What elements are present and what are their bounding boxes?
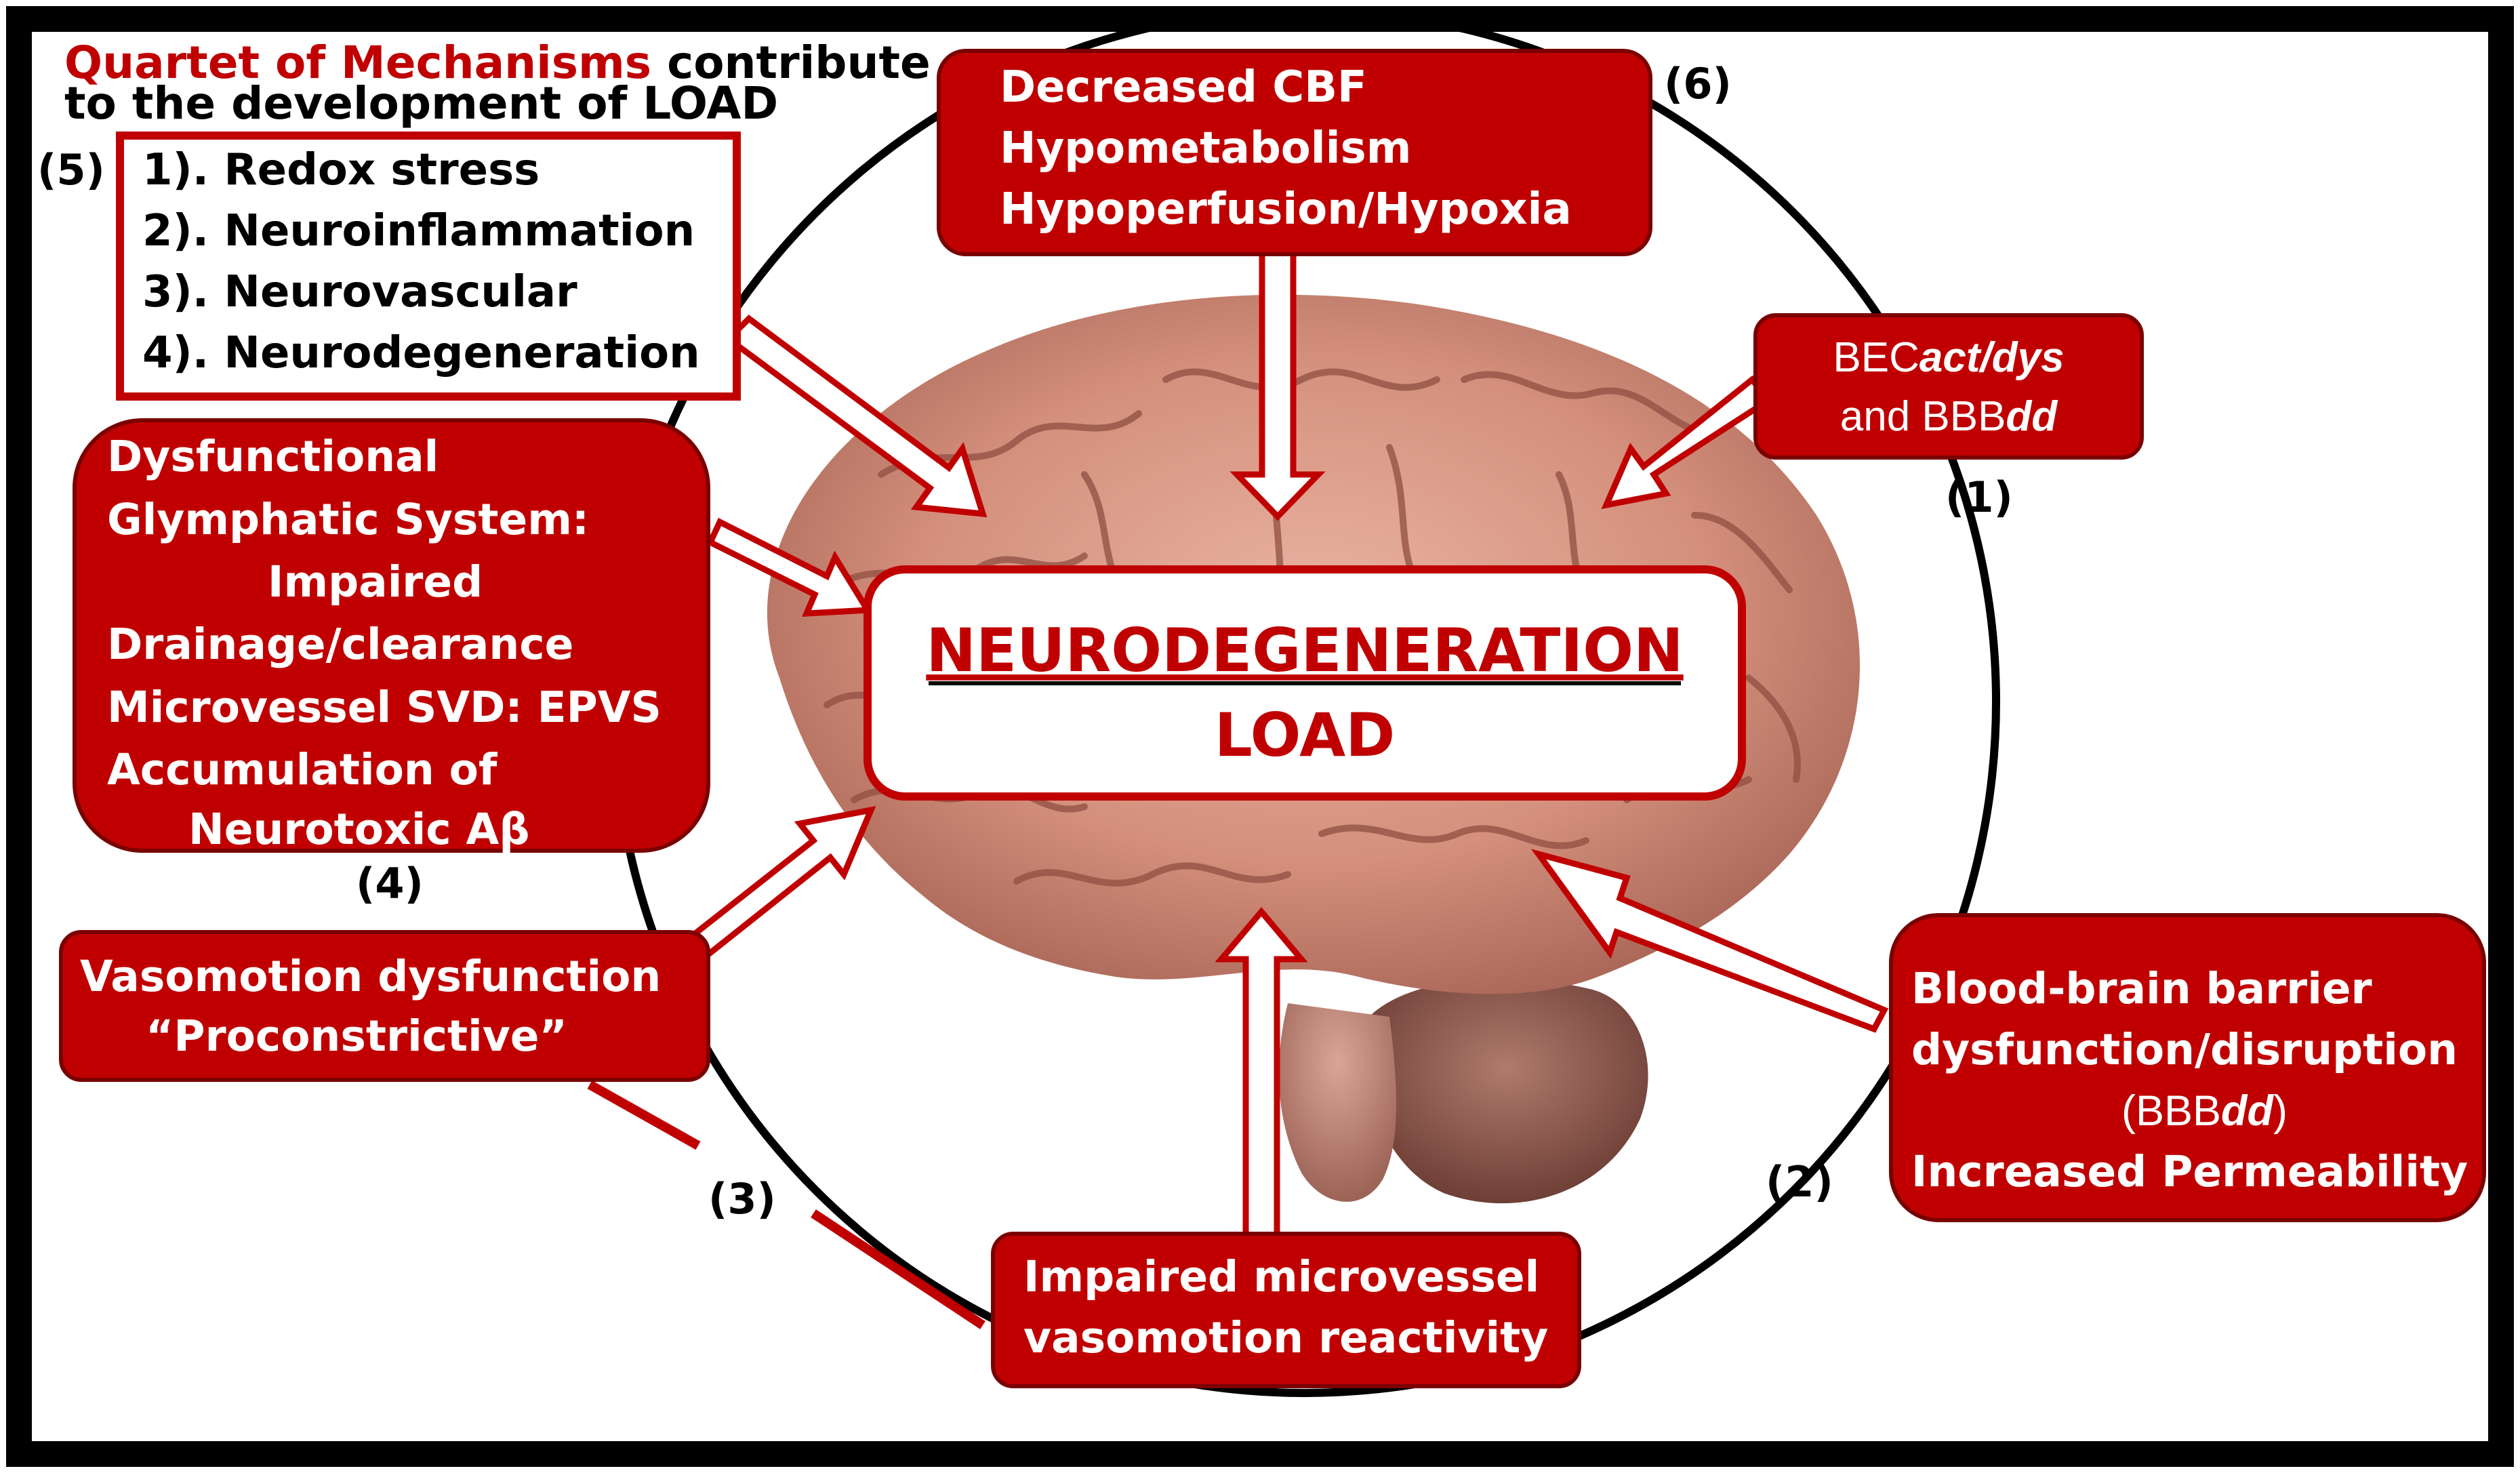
title-rest-line1: contribute [667,37,931,89]
center-subtitle: LOAD [1215,700,1396,770]
bec-line-1-prefix: BEC [1833,334,1919,381]
glymphatic-box: Dysfunctional Glymphatic System: Impaire… [73,418,710,854]
microvessel-box: Impaired microvessel vasomotion reactivi… [991,1232,1581,1388]
quartet-item-4: 4). Neurodegeneration [142,328,700,378]
microvessel-line-1: Impaired microvessel [1023,1252,1539,1302]
figure-title: Quartet of Mechanisms contribute [64,37,931,89]
arrow-bbb [1530,849,1889,1033]
arrow-cbf [1229,244,1326,521]
arrows [688,244,1889,1244]
glymphatic-line-1: Dysfunctional [107,432,439,481]
arrow-glymphatic [706,517,873,617]
title-highlight: Quartet of Mechanisms [64,37,651,89]
bec-line-1-italic: act/dys [1919,334,2065,381]
vasomotion-box: Vasomotion dysfunction “Proconstrictive” [59,930,710,1082]
bbb-line-3: (BBBdd) [2121,1087,2288,1135]
cbf-line-3: Hypoperfusion/Hypoxia [1000,184,1572,235]
cbf-line-2: Hypometabolism [1000,123,1411,174]
quartet-item-2: 2). Neuroinflammation [142,206,695,256]
center-box: NEURODEGENERATION LOAD [863,565,1746,801]
bbb-label: (2) [1766,1157,1833,1207]
bbb-line-3-italic: dd [2221,1087,2274,1135]
vasomotion-label: (3) [708,1174,776,1224]
bbb-line-2: dysfunction/disruption [1911,1025,2458,1074]
quartet-label: (5) [37,145,105,195]
microvessel-line-2: vasomotion reactivity [1023,1313,1548,1363]
arrow-bec [1601,375,1774,510]
bec-label: (1) [1945,472,2013,522]
quartet-item-3: 3). Neurovascular [142,267,577,317]
quartet-item-1: 1). Redox stress [142,145,540,195]
glymphatic-line-2: Glymphatic System: [107,495,589,544]
bbb-line-3-suffix: ) [2273,1087,2288,1135]
arrow-vasomotion [688,806,876,959]
cbf-label: (6) [1664,59,1732,108]
bec-line-2: and BBBdd [1840,393,2058,440]
bec-line-2-prefix: and BBB [1840,393,2006,440]
bbb-line-3-prefix: (BBB [2121,1087,2221,1135]
glymphatic-line-5: Microvessel SVD: EPVS [107,683,662,732]
bec-line-1: BECact/dys [1833,334,2064,381]
cbf-line-1: Decreased CBF [1000,62,1367,113]
cbf-box: Decreased CBF Hypometabolism Hypoperfusi… [937,49,1652,256]
glymphatic-line-6: Accumulation of [107,745,497,794]
vasomotion-line-1: Vasomotion dysfunction [80,952,661,1001]
bec-line-2-italic: dd [2006,393,2058,440]
arrow-microvessel [1215,907,1308,1244]
bbb-line-1: Blood-brain barrier [1911,964,2372,1013]
bbb-box: Blood-brain barrier dysfunction/disrupti… [1889,913,2486,1222]
glymphatic-line-4: Drainage/clearance [107,620,573,669]
arrow-quartet [724,315,988,518]
bec-box: BECact/dys and BBBdd [1753,313,2144,460]
vasomotion-line-2: “Proconstrictive” [146,1011,567,1061]
glymphatic-line-3: Impaired [268,557,483,607]
glymphatic-label: (4) [356,859,424,908]
figure-title-line2: to the development of LOAD [64,77,778,129]
vasomotion-connector [587,1080,985,1329]
bbb-line-4: Increased Permeability [1911,1147,2468,1196]
center-title: NEURODEGENERATION [926,616,1683,685]
glymphatic-line-7: Neurotoxic Aβ [188,805,529,854]
quartet-box: 1). Redox stress 2). Neuroinflammation 3… [116,132,741,401]
